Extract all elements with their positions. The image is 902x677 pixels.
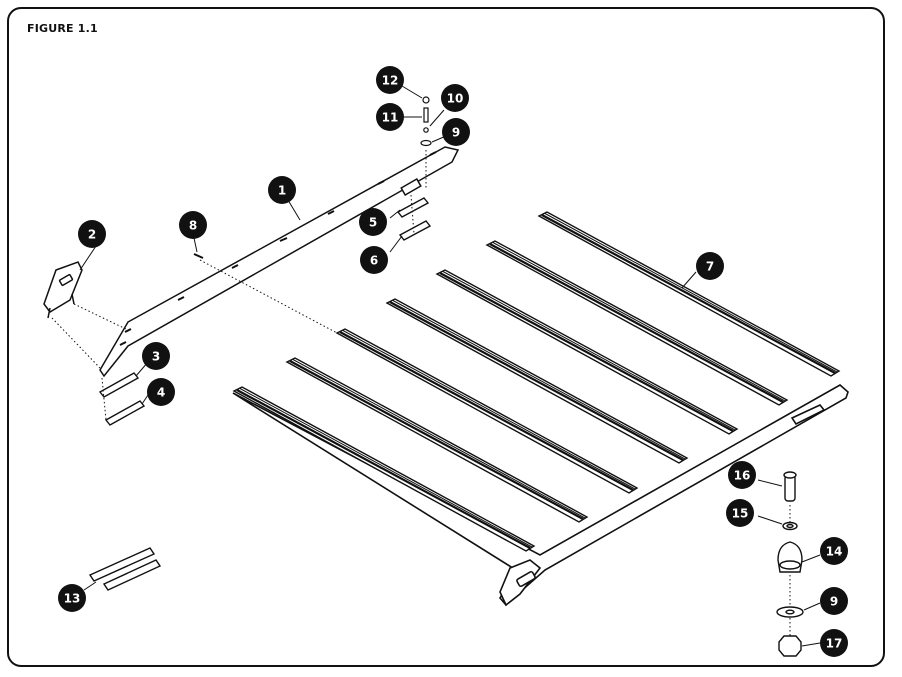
rack-frame [232, 384, 849, 607]
callout-label: 7 [706, 260, 714, 274]
callout-label: 15 [732, 507, 749, 521]
callout-label: 14 [826, 545, 843, 559]
callout-15: 15 [726, 499, 754, 527]
callout-label: 2 [88, 228, 96, 242]
callout-label: 6 [370, 254, 378, 268]
callout-3: 3 [142, 342, 170, 370]
callout-label: 9 [830, 595, 838, 609]
callout-label: 3 [152, 350, 160, 364]
callout-11: 11 [376, 103, 404, 131]
slats [232, 210, 841, 553]
small-hardware [193, 96, 432, 259]
callout-label: 12 [382, 74, 399, 88]
callout-label: 1 [278, 184, 286, 198]
alignment-lines [51, 150, 791, 636]
bolt-stack [776, 471, 804, 657]
callout-13: 13 [58, 584, 86, 612]
callout-14: 14 [820, 537, 848, 565]
callout-label: 17 [826, 637, 843, 651]
callout-label: 4 [157, 386, 165, 400]
callout-4: 4 [147, 378, 175, 406]
callout-2: 2 [78, 220, 106, 248]
callout-label: 11 [382, 111, 399, 125]
callout-label: 8 [189, 219, 197, 233]
callout-9-upper: 9 [442, 118, 470, 146]
callout-6: 6 [360, 246, 388, 274]
callout-label: 16 [734, 469, 751, 483]
callouts: 1 2 3 4 5 6 7 8 9 10 11 12 13 14 15 16 9… [58, 66, 848, 657]
callout-17: 17 [820, 629, 848, 657]
callout-8: 8 [179, 211, 207, 239]
end-cap [43, 261, 83, 319]
clip-strips [88, 547, 162, 591]
callout-7: 7 [696, 252, 724, 280]
figure-frame [7, 7, 885, 667]
callout-label: 9 [452, 126, 460, 140]
plates [98, 197, 432, 426]
callout-12: 12 [376, 66, 404, 94]
callout-5: 5 [359, 208, 387, 236]
callout-label: 5 [369, 216, 377, 230]
callout-label: 13 [64, 592, 81, 606]
callout-label: 10 [447, 92, 464, 106]
callout-9-lower: 9 [820, 587, 848, 615]
callout-16: 16 [728, 461, 756, 489]
figure-title: FIGURE 1.1 [27, 22, 98, 35]
leader-lines [79, 85, 821, 647]
front-rail [99, 146, 460, 378]
callout-10: 10 [441, 84, 469, 112]
callout-1: 1 [268, 176, 296, 204]
